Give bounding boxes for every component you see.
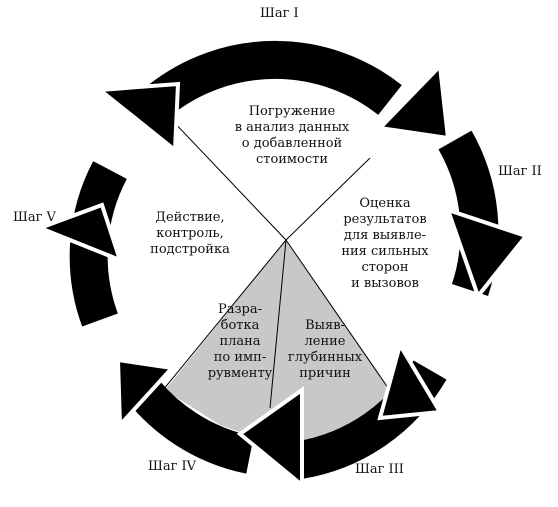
ring-arc-top [148, 40, 402, 116]
sector-bottom-right-line-4: причин [299, 366, 351, 381]
sector-top-line-1: Погружение [248, 104, 336, 119]
step-1-label: Шаг I [260, 6, 299, 21]
step-3-label: Шаг III [355, 462, 404, 477]
divider-top-right [285, 157, 371, 241]
divider-top-left [169, 117, 287, 241]
sector-bottom-right-text: Выяв- ление глубинных причин [280, 318, 370, 382]
sector-bottom-right-line-3: глубинных [287, 350, 363, 365]
step-2-label: Шаг II [498, 164, 542, 179]
sector-top-line-4: стоимости [255, 152, 329, 167]
sector-right-line-3: для выявле- [343, 228, 427, 243]
sector-top-text: Погружение в анализ данных о добавленной… [222, 104, 362, 168]
sector-right-line-4: ния сильных [341, 244, 429, 259]
sector-bottom-left-line-4: по имп- [213, 350, 267, 365]
sector-right-line-5: сторон [361, 260, 409, 275]
arrowhead-step-3 [444, 206, 530, 301]
sector-top-line-2: в анализ данных [234, 120, 350, 135]
cycle-arrowheads [34, 61, 530, 490]
sector-bottom-left-text: Разра- ботка плана по имп- рувменту [200, 302, 280, 382]
sector-right-line-6: и вызовов [351, 276, 419, 291]
arrowhead-step-6 [115, 357, 177, 430]
sector-top-line-3: о добавленной [241, 136, 343, 151]
sector-bottom-right-line-2: ление [304, 334, 346, 349]
arrowhead-step-1 [94, 81, 181, 155]
arrowhead-step-5 [236, 386, 304, 490]
step-5-label: Шаг V [13, 210, 56, 225]
arrowhead-step-4 [377, 339, 444, 421]
sector-bottom-right-line-1: Выяв- [305, 318, 345, 333]
sector-left-line-1: Действие, [155, 210, 225, 225]
sector-bottom-left-line-2: ботка [220, 318, 260, 333]
sector-right-line-2: результатов [343, 212, 427, 227]
sector-bottom-left-line-1: Разра- [217, 302, 263, 317]
arrowhead-step-7 [34, 202, 124, 264]
shaded-sector [165, 240, 393, 448]
sector-right-text: Оценка результатов для выявле- ния сильн… [330, 196, 440, 292]
divider-bottom-center [269, 239, 287, 409]
sector-left-line-2: контроль, [156, 226, 224, 241]
arrowhead-step-2 [375, 61, 451, 141]
sector-left-text: Действие, контроль, подстройка [140, 210, 240, 258]
sector-right-line-1: Оценка [359, 196, 411, 211]
sector-dividers [162, 117, 394, 409]
divider-bottom-left [162, 239, 287, 391]
sector-bottom-left-line-3: плана [219, 334, 261, 349]
divider-bottom-right [285, 239, 394, 396]
step-4-label: Шаг IV [148, 459, 197, 474]
sector-bottom-left-line-5: рувменту [207, 366, 273, 381]
sector-left-line-3: подстройка [150, 242, 230, 257]
